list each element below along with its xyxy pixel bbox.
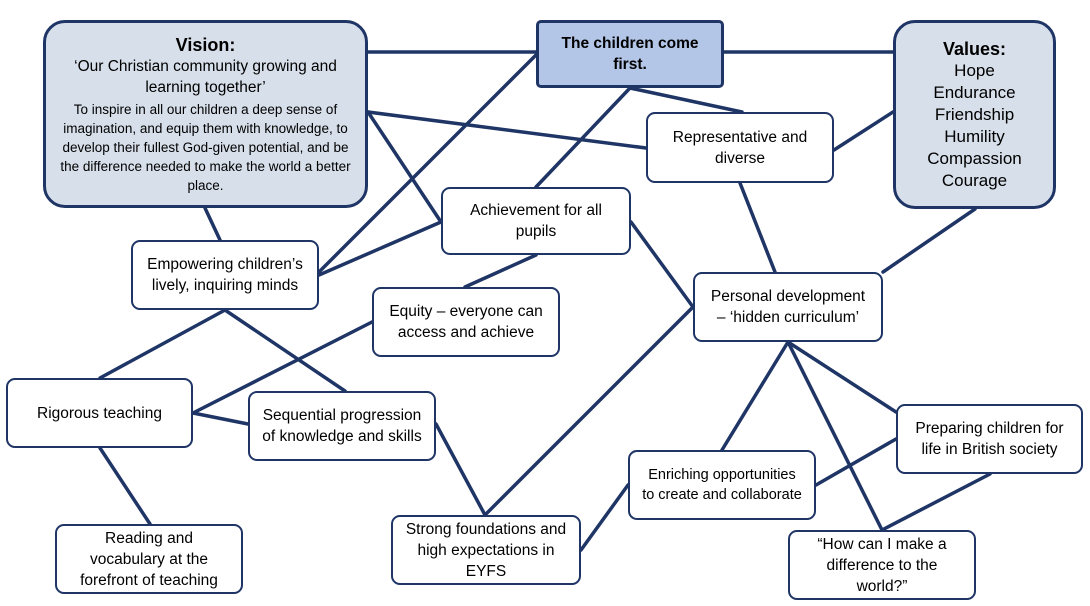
vision-motto: ‘Our Christian community growing and lea… xyxy=(74,57,337,96)
connector-empowering-to-rigorous-teaching xyxy=(98,308,227,380)
reading-box: Reading and vocabulary at the forefront … xyxy=(55,524,243,594)
rigorous-teaching-box: Rigorous teaching xyxy=(6,378,193,448)
connector-enriching-to-preparing xyxy=(814,437,898,487)
value-item: Courage xyxy=(941,170,1008,190)
strong-foundations-label: Strong foundations and high expectations… xyxy=(405,520,567,580)
connector-rigorous-teaching-to-reading xyxy=(98,446,152,526)
personal-development-label: Personal development – ‘hidden curriculu… xyxy=(710,288,866,326)
connector-equity-to-rigorous-teaching xyxy=(191,320,374,415)
empowering-label: Empowering children’s lively, inquiring … xyxy=(147,256,303,294)
connector-vision-to-representative xyxy=(366,110,648,150)
reading-label: Reading and vocabulary at the forefront … xyxy=(80,529,218,589)
connector-personal-development-to-preparing xyxy=(786,340,898,414)
values-box: Values: Hope Endurance Friendship Humili… xyxy=(893,20,1056,209)
strong-foundations-box: Strong foundations and high expectations… xyxy=(391,515,581,585)
vision-statement: To inspire in all our children a deep se… xyxy=(60,101,351,193)
connector-enriching-to-strong-foundations xyxy=(579,483,630,552)
connector-preparing-to-difference xyxy=(880,472,992,532)
connector-sequential-to-strong-foundations xyxy=(434,422,487,517)
vision-title: Vision: xyxy=(175,34,236,55)
preparing-label: Preparing children for life in British s… xyxy=(915,420,1064,458)
connector-values-to-personal-development xyxy=(881,207,977,274)
achievement-box: Achievement for all pupils xyxy=(441,187,631,255)
connector-achievement-to-personal-development xyxy=(629,220,695,309)
difference-label: “How can I make a difference to the worl… xyxy=(817,535,947,595)
vision-box: Vision: ‘Our Christian community growing… xyxy=(43,20,368,208)
connector-values-to-representative xyxy=(832,110,895,152)
empowering-box: Empowering children’s lively, inquiring … xyxy=(131,240,319,310)
sequential-label: Sequential progression of knowledge and … xyxy=(262,407,422,445)
connector-vision-to-achievement xyxy=(366,110,443,224)
personal-development-box: Personal development – ‘hidden curriculu… xyxy=(693,272,883,342)
achievement-label: Achievement for all pupils xyxy=(470,202,602,240)
connector-achievement-to-equity xyxy=(463,253,538,289)
connector-representative-to-personal-development xyxy=(738,181,777,274)
values-title: Values: xyxy=(942,38,1007,59)
connector-children-first-to-representative xyxy=(628,86,744,114)
connector-personal-development-to-enriching xyxy=(720,340,790,452)
connector-vision-to-empowering xyxy=(203,206,222,242)
value-item: Hope xyxy=(954,60,995,80)
preparing-box: Preparing children for life in British s… xyxy=(896,404,1083,474)
value-item: Compassion xyxy=(927,148,1022,168)
representative-label: Representative and diverse xyxy=(672,128,808,167)
connector-empowering-to-sequential xyxy=(223,308,347,393)
enriching-box: Enriching opportunities to create and co… xyxy=(628,450,816,520)
value-item: Endurance xyxy=(933,82,1016,102)
representative-box: Representative and diverse xyxy=(646,112,834,183)
connector-achievement-to-empowering xyxy=(317,220,443,277)
value-item: Friendship xyxy=(934,104,1015,124)
equity-box: Equity – everyone can access and achieve xyxy=(372,287,560,357)
connector-children-first-to-achievement xyxy=(534,86,632,189)
equity-label: Equity – everyone can access and achieve xyxy=(389,303,543,341)
difference-box: “How can I make a difference to the worl… xyxy=(788,530,976,600)
connector-personal-development-to-difference xyxy=(786,340,884,532)
values-list: Hope Endurance Friendship Humility Compa… xyxy=(927,60,1022,192)
value-item: Humility xyxy=(944,126,1005,146)
rigorous-teaching-label: Rigorous teaching xyxy=(37,404,162,422)
children-first-box: The children come first. xyxy=(536,20,724,88)
enriching-label: Enriching opportunities to create and co… xyxy=(642,467,802,503)
connector-personal-development-to-strong-foundations xyxy=(483,305,695,517)
sequential-box: Sequential progression of knowledge and … xyxy=(248,391,436,461)
children-first-label: The children come first. xyxy=(561,35,699,73)
connector-children-first-to-empowering xyxy=(317,53,538,274)
connector-rigorous-teaching-to-sequential xyxy=(191,411,250,426)
